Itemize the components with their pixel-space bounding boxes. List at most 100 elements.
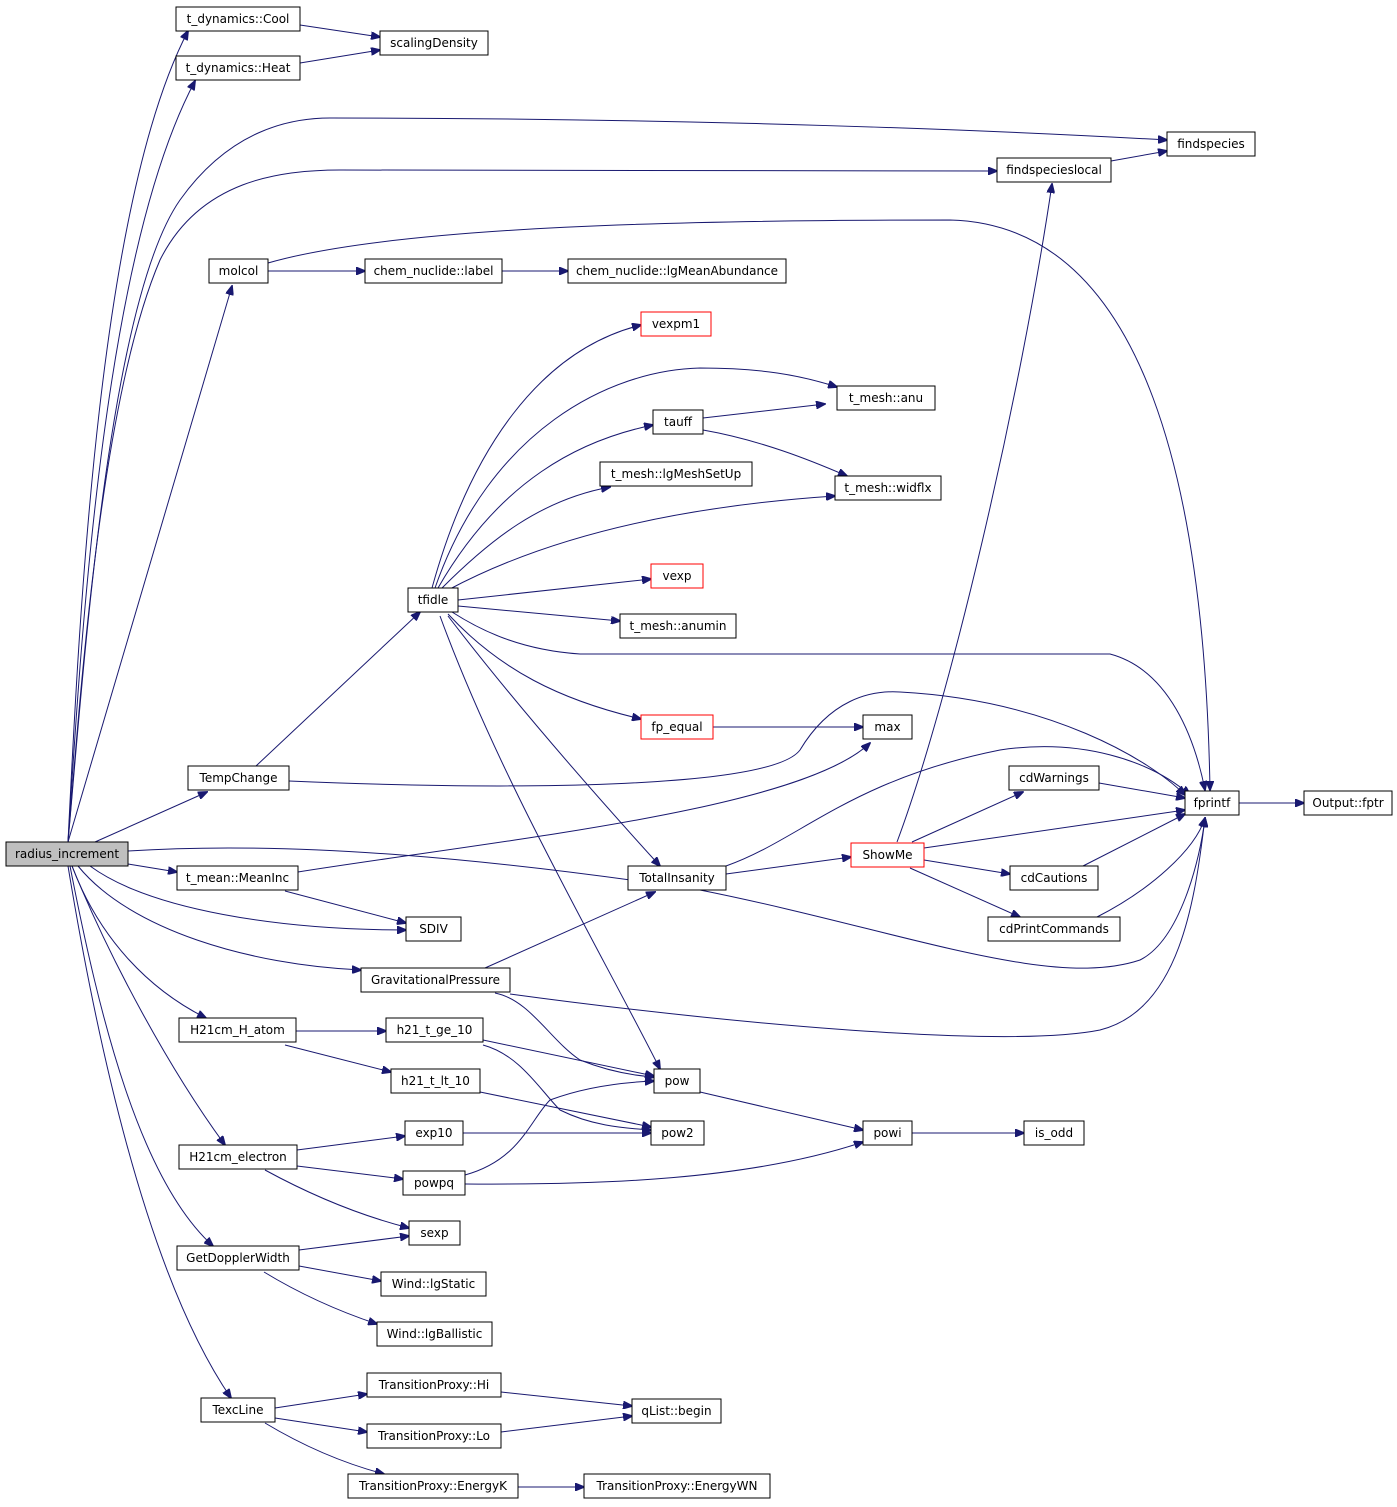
node-box: [366, 1372, 502, 1398]
edge-radius_increment-GetDopplerWidth: [69, 865, 213, 1246]
node-fprintf[interactable]: fprintf: [1184, 790, 1240, 816]
node-label: vexp: [663, 569, 692, 583]
node-box: [176, 1245, 300, 1271]
node-texcline[interactable]: TexcLine: [200, 1397, 276, 1423]
edge-TexcLine-TP_Hi: [274, 1394, 367, 1409]
edge-ShowMe-cdPrintCommands: [909, 867, 1020, 917]
node-vexp[interactable]: vexp: [650, 563, 704, 589]
node-gravitationalpressure[interactable]: GravitationalPressure: [360, 967, 511, 993]
edge-radius_increment-MeanInc: [127, 863, 177, 872]
node-totalinsanity[interactable]: TotalInsanity: [627, 865, 727, 891]
node-label: scalingDensity: [390, 36, 478, 50]
node-box: [834, 475, 942, 501]
node-tfidle[interactable]: tfidle: [407, 587, 459, 613]
node-sexp[interactable]: sexp: [408, 1220, 461, 1246]
node-tempchange[interactable]: TempChange: [187, 765, 290, 791]
node-box: [850, 842, 925, 868]
node-lgstatic[interactable]: Wind::lgStatic: [380, 1271, 487, 1297]
edge-radius_increment-cool: [67, 31, 188, 843]
node-box: [1023, 1120, 1085, 1146]
edge-TexcLine-TP_EnergyK: [264, 1422, 384, 1474]
edge-pow-powi: [699, 1091, 863, 1130]
node-widflx[interactable]: t_mesh::widflx: [834, 475, 942, 501]
edge-MeanInc-max: [297, 743, 870, 873]
edge-radius_increment-TempChange: [94, 792, 207, 843]
node-heat[interactable]: t_dynamics::Heat: [175, 55, 301, 81]
node-box: [650, 563, 704, 589]
node-findspecieslocal[interactable]: findspecieslocal: [996, 157, 1112, 183]
node-box: [5, 841, 129, 867]
edge-GetDopplerWidth-lgBallistic: [263, 1271, 377, 1324]
node-fptr[interactable]: Output::fptr: [1303, 790, 1393, 816]
node-label: TransitionProxy::EnergyK: [358, 1479, 508, 1493]
edge-tfidle-TotalInsanity: [447, 615, 660, 866]
node-tauff[interactable]: tauff: [652, 409, 704, 435]
node-powpq[interactable]: powpq: [402, 1170, 466, 1196]
node-label: t_mesh::lgMeshSetUp: [611, 467, 741, 481]
node-radius-increment[interactable]: radius_increment: [5, 841, 129, 867]
node-fp-equal[interactable]: fp_equal: [640, 714, 714, 740]
node-scalingdensity[interactable]: scalingDensity: [379, 30, 489, 56]
node-label: cdPrintCommands: [999, 922, 1109, 936]
node-h21cm-h-atom[interactable]: H21cm_H_atom: [178, 1017, 297, 1043]
node-box: [862, 714, 913, 740]
node-sdiv[interactable]: SDIV: [405, 916, 462, 942]
node-findspecies[interactable]: findspecies: [1166, 131, 1256, 157]
edge-tfidle-vexp: [457, 579, 651, 601]
edge-ShowMe-fprintf: [923, 810, 1185, 849]
nodes: radius_increment t_dynamics::Coolt_dynami…: [5, 6, 1393, 1499]
node-vexpm1[interactable]: vexpm1: [640, 311, 712, 337]
node-h21cm-electron[interactable]: H21cm_electron: [178, 1144, 298, 1170]
node-box: [366, 1423, 502, 1449]
node-max[interactable]: max: [862, 714, 913, 740]
node-showme[interactable]: ShowMe: [850, 842, 925, 868]
edge-GetDopplerWidth-lgStatic: [298, 1265, 381, 1281]
edge-ShowMe-cdCautions: [923, 859, 1010, 874]
node-molcol[interactable]: molcol: [208, 258, 269, 284]
edge-TotalInsanity-fprintf: [725, 746, 1190, 867]
node-label: H21cm_electron: [189, 1150, 287, 1164]
node-pow[interactable]: pow: [653, 1068, 701, 1094]
node-cdcautions[interactable]: cdCautions: [1009, 865, 1099, 891]
node-label: t_dynamics::Heat: [186, 61, 291, 75]
node-cdwarnings[interactable]: cdWarnings: [1008, 765, 1100, 791]
node-label: sexp: [420, 1226, 448, 1240]
node-exp10[interactable]: exp10: [404, 1120, 464, 1146]
node-tp-hi[interactable]: TransitionProxy::Hi: [366, 1372, 502, 1398]
node-chem-label[interactable]: chem_nuclide::label: [364, 258, 503, 284]
node-label: Wind::lgBallistic: [387, 1327, 483, 1341]
node-h21-t-lt-10[interactable]: h21_t_lt_10: [390, 1068, 481, 1094]
node-tp-lo[interactable]: TransitionProxy::Lo: [366, 1423, 502, 1449]
node-label: t_mesh::anumin: [630, 619, 727, 633]
node-anu[interactable]: t_mesh::anu: [836, 385, 936, 411]
node-label: h21_t_ge_10: [397, 1023, 473, 1037]
node-qlist-begin[interactable]: qList::begin: [631, 1398, 722, 1424]
node-tp-energyk[interactable]: TransitionProxy::EnergyK: [347, 1473, 519, 1499]
node-meaninc[interactable]: t_mean::MeanInc: [176, 865, 299, 891]
node-label: is_odd: [1035, 1126, 1073, 1140]
node-h21-t-ge-10[interactable]: h21_t_ge_10: [385, 1017, 484, 1043]
node-tp-energywn[interactable]: TransitionProxy::EnergyWN: [583, 1473, 771, 1499]
edge-powpq-powi: [464, 1142, 863, 1185]
node-box: [1008, 765, 1100, 791]
node-cdprintcommands[interactable]: cdPrintCommands: [987, 916, 1121, 942]
node-chem-lgmean[interactable]: chem_nuclide::lgMeanAbundance: [567, 258, 787, 284]
node-lgballistic[interactable]: Wind::lgBallistic: [376, 1321, 493, 1347]
edge-TP_Hi-qList_begin: [500, 1391, 632, 1406]
node-pow2[interactable]: pow2: [650, 1120, 705, 1146]
edge-cool-scalingDensity: [299, 24, 380, 37]
node-is-odd[interactable]: is_odd: [1023, 1120, 1085, 1146]
node-box: [178, 1144, 298, 1170]
node-box: [1166, 131, 1256, 157]
node-box: [405, 916, 462, 942]
node-label: tauff: [664, 415, 693, 429]
node-getdopplerwidth[interactable]: GetDopplerWidth: [176, 1245, 300, 1271]
node-powi[interactable]: powi: [862, 1120, 913, 1146]
edge-molcol-fprintf: [267, 219, 1210, 790]
node-label: t_mesh::widflx: [844, 481, 931, 495]
edge-tfidle-fp_equal: [447, 613, 641, 719]
edge-ShowMe-cdWarnings: [911, 792, 1023, 843]
node-anumin[interactable]: t_mesh::anumin: [619, 613, 737, 639]
node-lgmeshsetup[interactable]: t_mesh::lgMeshSetUp: [599, 461, 753, 487]
node-cool[interactable]: t_dynamics::Cool: [175, 6, 301, 32]
